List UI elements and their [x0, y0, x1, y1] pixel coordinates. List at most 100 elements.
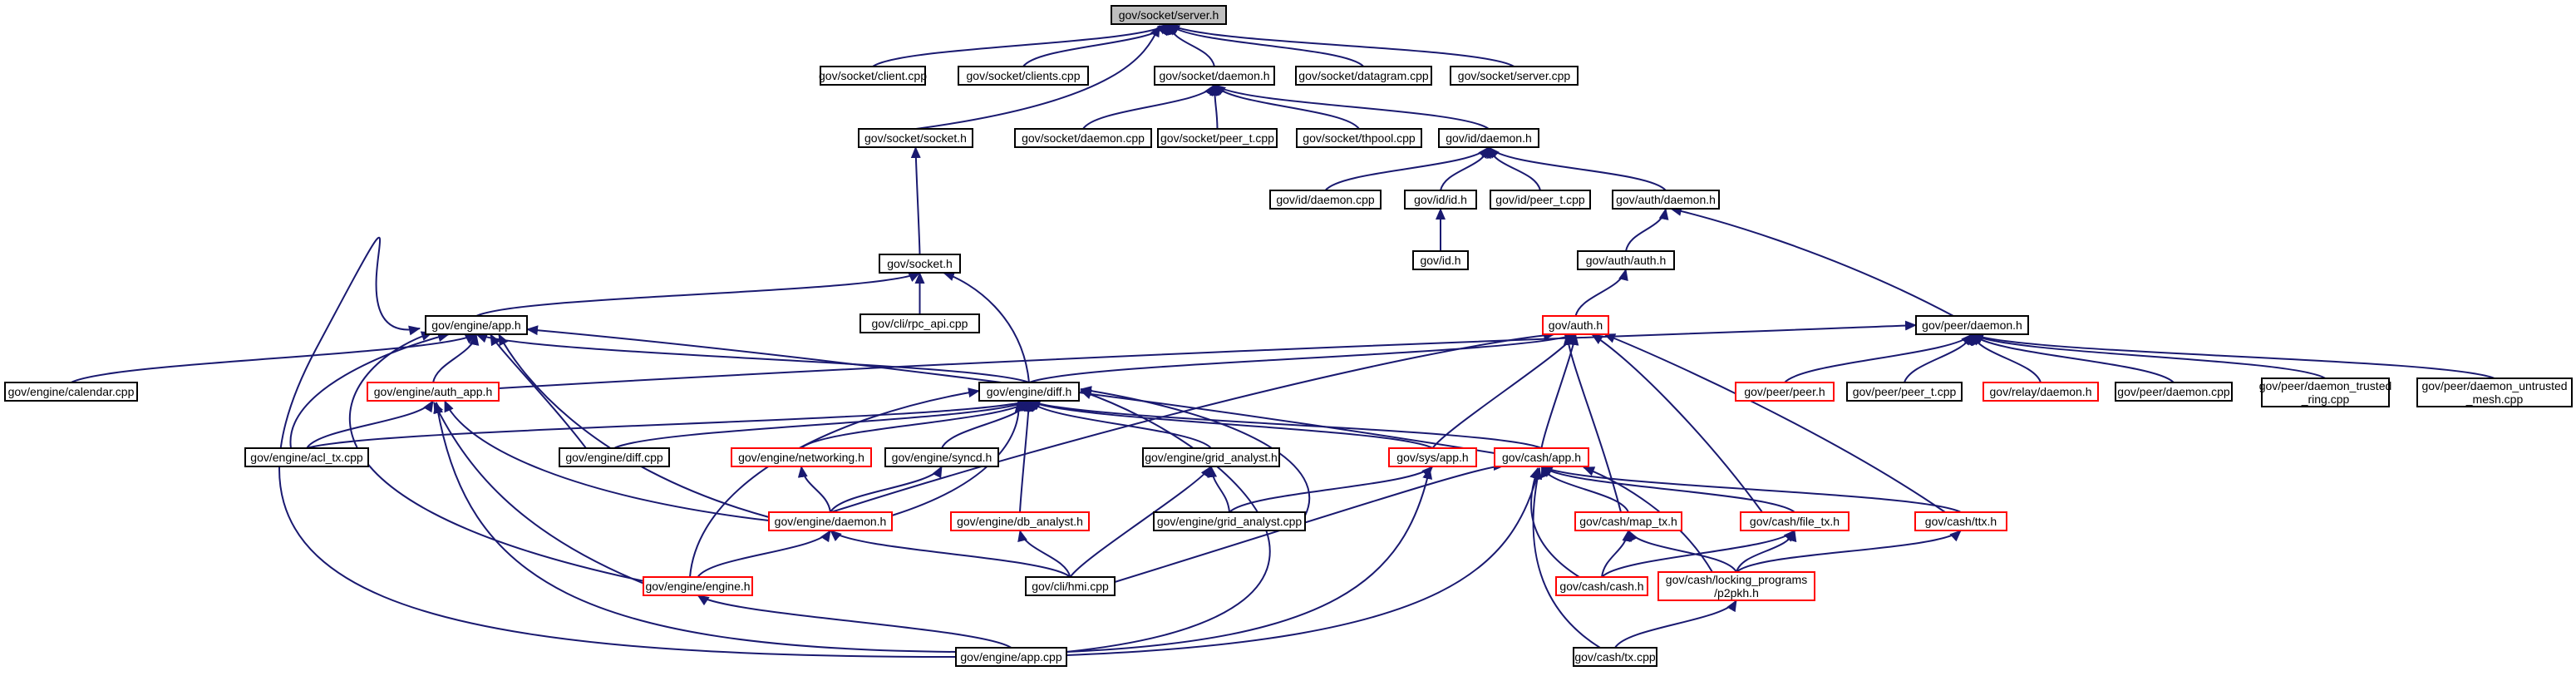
node-label: gov/peer/peer_t.cpp: [1853, 385, 1957, 398]
edge-acltx_cpp-to-authapp_h: [306, 400, 434, 449]
node-idpeer-cpp[interactable]: gov/id/peer_t.cpp: [1490, 190, 1591, 210]
node-datagram-cpp[interactable]: gov/socket/datagram.cpp: [1295, 66, 1432, 86]
node-server-cpp[interactable]: gov/socket/server.cpp: [1450, 66, 1579, 86]
node-label: _ring.cpp: [2301, 392, 2350, 406]
node-peerdaemon-cpp[interactable]: gov/peer/daemon.cpp: [2115, 382, 2233, 402]
node-box: [1296, 128, 1422, 148]
node-engapp-h[interactable]: gov/engine/app.h: [425, 315, 528, 335]
node-box: [2115, 382, 2233, 402]
edge-cashapp_h-to-engapp_h: [526, 325, 1495, 454]
node-p2pkh-h[interactable]: gov/cash/locking_programs/p2pkh.h: [1657, 571, 1815, 601]
node-peerpeer-cpp[interactable]: gov/peer/peer_t.cpp: [1846, 382, 1963, 402]
node-hmi-cpp[interactable]: gov/cli/hmi.cpp: [1025, 576, 1116, 596]
node-box: [244, 447, 369, 467]
node-iddaemon-h[interactable]: gov/id/daemon.h: [1438, 128, 1539, 148]
node-srv-h[interactable]: gov/socket/server.h: [1111, 5, 1227, 25]
node-label: gov/socket/server.cpp: [1458, 69, 1571, 82]
node-label: gov/cash/cash.h: [1559, 580, 1643, 593]
node-syncd-h[interactable]: gov/engine/syncd.h: [884, 447, 999, 467]
node-label: gov/peer/daemon_trusted: [2259, 379, 2392, 392]
edge-hmi_cpp-to-engdaemon_h: [830, 530, 1071, 578]
node-grid-h[interactable]: gov/engine/grid_analyst.h: [1142, 447, 1280, 467]
node-label: gov/cash/ttx.h: [1925, 515, 1997, 528]
node-sdaemon-h[interactable]: gov/socket/daemon.h: [1154, 66, 1275, 86]
node-sysapp-h[interactable]: gov/sys/app.h: [1388, 447, 1477, 467]
node-box: [1573, 647, 1657, 667]
node-cash-h[interactable]: gov/cash/cash.h: [1555, 576, 1648, 596]
node-authdaemon-h[interactable]: gov/auth/daemon.h: [1612, 190, 1720, 210]
node-label: gov/cash/file_tx.h: [1750, 515, 1840, 528]
edge-untrusted_cpp-to-peerdaemon_h: [1971, 333, 2495, 379]
node-cashapp-h[interactable]: gov/cash/app.h: [1494, 447, 1589, 467]
node-label: gov/socket/daemon.cpp: [1022, 131, 1145, 145]
node-trusted-cpp[interactable]: gov/peer/daemon_trusted_ring.cpp: [2259, 377, 2392, 407]
node-grid-cpp[interactable]: gov/engine/grid_analyst.cpp: [1153, 511, 1306, 531]
edge-engapp_cpp-to-cashapp_h: [1066, 467, 1542, 656]
node-label: gov/socket/clients.cpp: [967, 69, 1081, 82]
node-box: [958, 66, 1089, 86]
node-iddaemon-cpp[interactable]: gov/id/daemon.cpp: [1269, 190, 1382, 210]
node-box: [884, 447, 999, 467]
edge-cash_h-to-filetx_h: [1601, 530, 1795, 578]
node-socket-h[interactable]: gov/socket.h: [879, 254, 961, 274]
node-label: gov/engine/grid_analyst.cpp: [1157, 515, 1303, 528]
node-clients-cpp[interactable]: gov/socket/clients.cpp: [958, 66, 1089, 86]
edge-trusted_cpp-to-peerdaemon_h: [1971, 333, 2327, 379]
edge-cashapp_h-to-diff_h: [1028, 400, 1542, 449]
node-box: [1735, 382, 1835, 402]
node-cashtx-cpp[interactable]: gov/cash/tx.cpp: [1573, 647, 1657, 667]
edge-filetx_h-to-cashapp_h: [1540, 466, 1795, 513]
node-id-h[interactable]: gov/id.h: [1412, 250, 1469, 270]
edge-idpeer_cpp-to-iddaemon_h: [1486, 146, 1541, 191]
node-filetx-h[interactable]: gov/cash/file_tx.h: [1740, 511, 1849, 531]
node-auth-h[interactable]: gov/auth.h: [1542, 315, 1609, 335]
node-peerdaemon-h[interactable]: gov/peer/daemon.h: [1915, 315, 2029, 335]
node-engapp-cpp[interactable]: gov/engine/app.cpp: [955, 647, 1067, 667]
node-ttx-h[interactable]: gov/cash/ttx.h: [1914, 511, 2007, 531]
node-box: [768, 511, 893, 531]
node-box: [955, 647, 1067, 667]
node-box: [1846, 382, 1963, 402]
edge-authapp_h-to-engapp_h: [432, 333, 480, 383]
node-label: gov/id/peer_t.cpp: [1495, 193, 1585, 206]
node-relay-h[interactable]: gov/relay/daemon.h: [1982, 382, 2099, 402]
node-thpool-cpp[interactable]: gov/socket/thpool.cpp: [1296, 128, 1422, 148]
node-speer-cpp[interactable]: gov/socket/peer_t.cpp: [1157, 128, 1278, 148]
edge-diff_cpp-to-diff_h: [613, 400, 1030, 449]
node-label: gov/engine/auth_app.h: [374, 385, 492, 398]
node-diff-h[interactable]: gov/engine/diff.h: [978, 382, 1080, 402]
node-dbanalyst-h[interactable]: gov/engine/db_analyst.h: [950, 511, 1090, 531]
edge-dbanalyst_h-to-diff_h: [1019, 400, 1034, 513]
node-box: [1111, 5, 1227, 25]
node-box: [1490, 190, 1591, 210]
node-engdaemon-h[interactable]: gov/engine/daemon.h: [768, 511, 893, 531]
node-peerpeer-h[interactable]: gov/peer/peer.h: [1735, 382, 1835, 402]
node-maptx-h[interactable]: gov/cash/map_tx.h: [1574, 511, 1682, 531]
node-untrusted-cpp[interactable]: gov/peer/daemon_untrusted_mesh.cpp: [2416, 377, 2573, 407]
node-label: _mesh.cpp: [2465, 392, 2524, 406]
node-label: gov/socket/datagram.cpp: [1298, 69, 1429, 82]
node-label: gov/id/daemon.h: [1446, 131, 1532, 145]
node-authapp-h[interactable]: gov/engine/auth_app.h: [367, 382, 500, 402]
edge-peerpeer_cpp-to-peerdaemon_h: [1904, 333, 1974, 383]
node-box: [1014, 128, 1152, 148]
node-networking-h[interactable]: gov/engine/networking.h: [731, 447, 872, 467]
edge-peerpeer_h-to-peerdaemon_h: [1784, 333, 1973, 383]
edge-engdaemon_h-to-networking_h: [797, 466, 831, 513]
node-label: gov/socket/daemon.h: [1159, 69, 1269, 82]
node-calendar-cpp[interactable]: gov/engine/calendar.cpp: [4, 382, 138, 402]
edge-socket_h-to-ssocket_h: [910, 146, 921, 255]
node-ssocket-h[interactable]: gov/socket/socket.h: [858, 128, 973, 148]
node-client-cpp[interactable]: gov/socket/client.cpp: [819, 66, 927, 86]
edge-sysapp_h-to-auth_h: [1431, 333, 1577, 449]
node-acltx-cpp[interactable]: gov/engine/acl_tx.cpp: [244, 447, 369, 467]
node-authauth-h[interactable]: gov/auth/auth.h: [1577, 250, 1675, 270]
node-rpc-cpp[interactable]: gov/cli/rpc_api.cpp: [859, 313, 980, 333]
edge-cashapp_h-to-auth_h: [1540, 333, 1579, 449]
node-diff-cpp[interactable]: gov/engine/diff.cpp: [559, 447, 670, 467]
node-idid-h[interactable]: gov/id/id.h: [1404, 190, 1477, 210]
node-sdaemon-cpp[interactable]: gov/socket/daemon.cpp: [1014, 128, 1152, 148]
node-box: [1740, 511, 1849, 531]
node-box: [1388, 447, 1477, 467]
node-engine-h[interactable]: gov/engine/engine.h: [643, 576, 753, 596]
